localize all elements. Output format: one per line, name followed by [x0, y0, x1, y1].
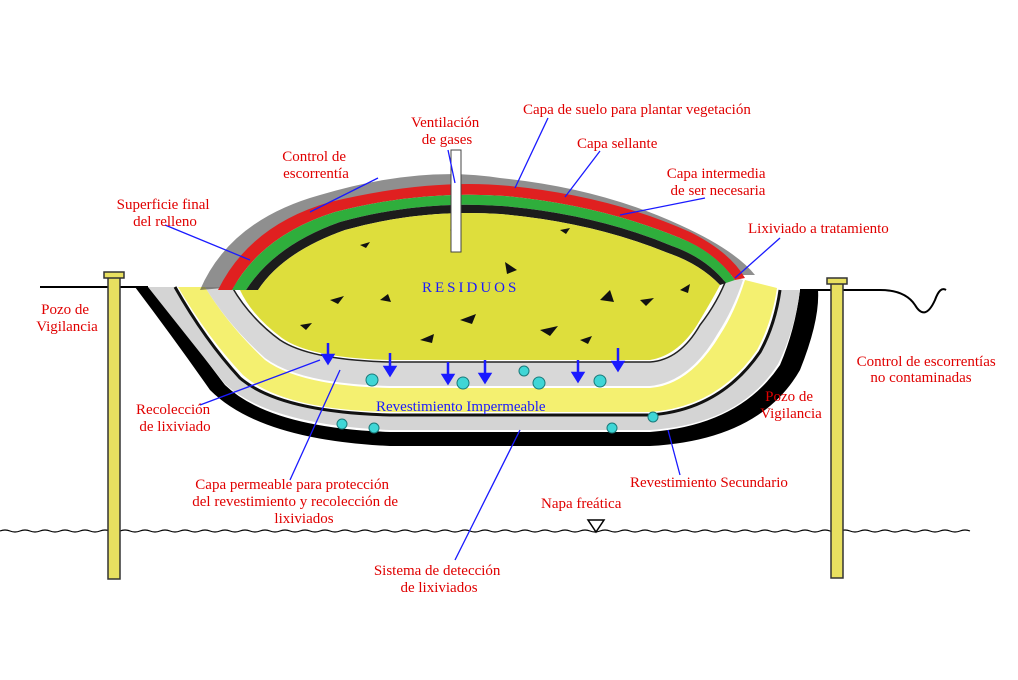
- pipe-icon: [532, 376, 546, 390]
- label-pozo-izq: Pozo de Vigilancia: [36, 302, 98, 335]
- gas-vent-pipe: [450, 149, 462, 253]
- arrow-down-icon: [570, 360, 586, 384]
- waste-body: [240, 213, 720, 360]
- label-pozo-der: Pozo de Vigilancia: [760, 389, 822, 422]
- arrow-down-icon: [477, 360, 493, 385]
- water-table-symbol: [586, 519, 606, 534]
- label-capa-intermedia: Capa intermedia de ser necesaria: [667, 166, 769, 199]
- label-residuos: RESIDUOS: [422, 280, 519, 296]
- monitoring-well-left: [103, 271, 125, 580]
- label-revestimiento-impermeable: Revestimiento Impermeable: [376, 399, 546, 415]
- label-control-no-contaminadas: Control de escorrentías no contaminadas: [857, 354, 1000, 386]
- pipe-icon: [518, 365, 530, 377]
- collection-pipes: [336, 365, 659, 434]
- label-napa-freatica: Napa freática: [541, 496, 622, 512]
- waste-debris: [300, 227, 690, 344]
- pipe-icon: [368, 422, 380, 434]
- ground-surface: [40, 286, 947, 314]
- monitoring-well-right: [826, 277, 848, 579]
- pipe-icon: [365, 373, 379, 387]
- label-superficie-final: Superficie final del relleno: [117, 197, 214, 230]
- leader-lines: [164, 117, 781, 561]
- label-revestimiento-secundario: Revestimiento Secundario: [630, 475, 788, 491]
- arrow-down-icon: [440, 362, 456, 386]
- water-table-line: [0, 529, 971, 533]
- label-ventilacion: Ventilación de gases: [411, 115, 483, 148]
- intermediate-layer: [246, 204, 726, 290]
- soil-vegetation-layer: [218, 184, 745, 290]
- impermeable-liner: [205, 275, 743, 386]
- arrow-down-icon: [610, 348, 626, 373]
- arrow-down-icon: [382, 353, 398, 378]
- label-control-escorrentia: Control de escorrentía: [282, 149, 350, 182]
- waste-mound: [200, 174, 755, 360]
- pipe-icon: [606, 422, 618, 434]
- arrow-down-icon: [320, 343, 336, 366]
- pipe-icon: [456, 376, 470, 390]
- pipe-icon: [336, 418, 348, 430]
- label-capa-suelo: Capa de suelo para plantar vegetación: [523, 102, 751, 118]
- label-lixiviado-tratamiento: Lixiviado a tratamiento: [748, 221, 889, 237]
- label-capa-sellante: Capa sellante: [577, 136, 658, 152]
- labels: Ventilación de gases Capa de suelo para …: [36, 102, 1000, 596]
- pipe-icon: [593, 374, 607, 388]
- leachate-arrows: [320, 343, 626, 386]
- label-recoleccion: Recolección de lixiviado: [136, 402, 214, 435]
- label-capa-permeable: Capa permeable para protección del reves…: [192, 477, 402, 527]
- label-sistema-deteccion: Sistema de detección de lixiviados: [374, 563, 504, 596]
- sealing-layer: [232, 194, 735, 290]
- pipe-icon: [647, 411, 659, 423]
